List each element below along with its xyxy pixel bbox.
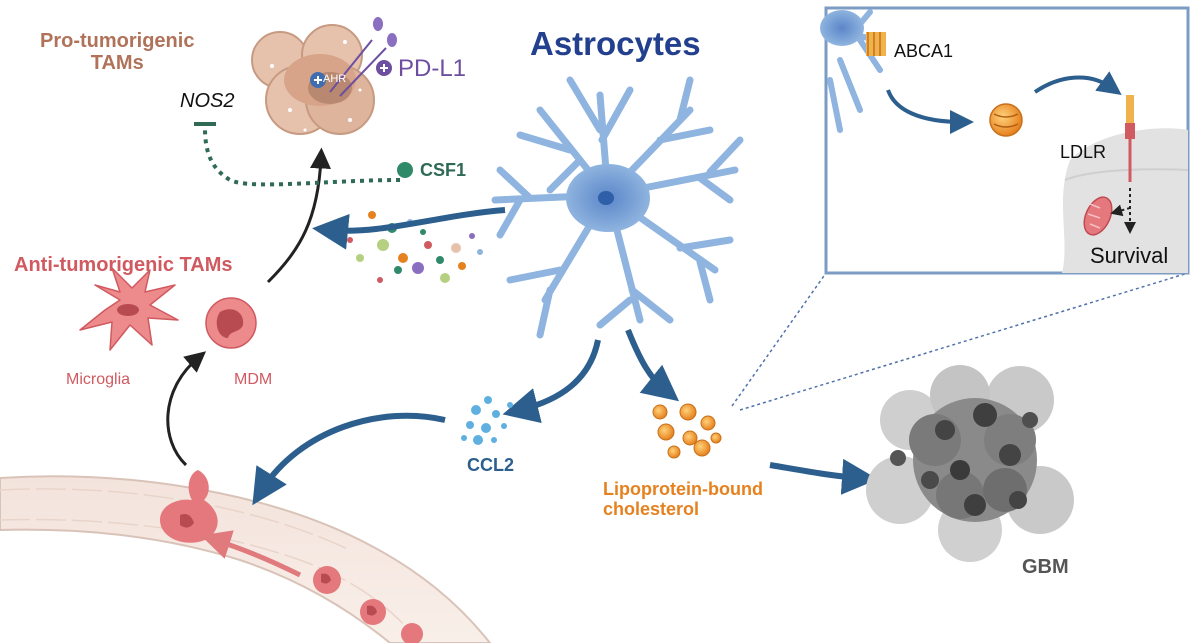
lipoprotein-label-line1: Lipoprotein-bound — [603, 479, 763, 499]
anti-to-pro-arrow — [266, 147, 331, 284]
gbm-tumor-icon — [866, 365, 1074, 562]
ccl2-label: CCL2 — [467, 455, 515, 475]
astro-to-tam-arrow — [312, 207, 506, 250]
ccl2-particles-icon — [461, 396, 513, 445]
abca1-label: ABCA1 — [894, 41, 954, 61]
mdm-label: MDM — [234, 371, 273, 388]
secreted-factors-icon — [347, 211, 483, 283]
pd-l1-receptor-icon — [329, 17, 397, 97]
pro-tumorigenic-label-line1: Pro-tumorigenic — [40, 30, 195, 52]
astro-to-ccl2-arrow — [502, 339, 601, 424]
lipoprotein-icon — [989, 103, 1023, 137]
pro-tumorigenic-label: Pro-tumorigenic TAMs — [40, 30, 194, 74]
mdm-icon — [205, 297, 257, 349]
ldlr-label: LDLR — [1060, 142, 1107, 162]
ahr-label: AHR — [323, 73, 347, 85]
ldlr-receptor-icon — [1125, 95, 1135, 182]
zoom-line-top — [731, 272, 827, 407]
csf1-icon — [397, 162, 413, 178]
zoom-line-bottom — [739, 272, 1189, 411]
blood-vessel-icon — [0, 470, 492, 643]
monocyte-to-mdm-arrow — [166, 351, 207, 467]
lipoprotein-label-line2: cholesterol — [603, 498, 700, 519]
astrocytes-label: Astrocytes — [530, 25, 701, 62]
astrocyte-cell-icon — [491, 76, 744, 339]
microglia-icon — [79, 267, 179, 351]
inset-lipoprotein-arrow — [1033, 71, 1122, 96]
pro-tumorigenic-tam-icon — [251, 24, 375, 135]
anti-tumorigenic-label: Anti-tumorigenic TAMs — [14, 254, 233, 276]
microglia-label: Microglia — [66, 371, 131, 388]
inset-abca1-arrow — [886, 89, 974, 134]
gbm-label: GBM — [1022, 556, 1069, 578]
lipoprotein-cholesterol-label: Lipoprotein-bound cholesterol — [603, 479, 763, 520]
transmigration-arrow — [200, 530, 302, 578]
survival-label: Survival — [1090, 243, 1169, 268]
survival-dotted-arrow-left — [1110, 204, 1131, 217]
cholesterol-particles-icon — [652, 403, 722, 459]
astro-to-cholesterol-arrow — [625, 328, 680, 402]
pd-l1-label: PD-L1 — [398, 55, 467, 82]
pro-tumorigenic-label-line2: TAMs — [90, 52, 144, 74]
cholesterol-to-gbm-arrow — [769, 458, 878, 495]
inset-panel — [820, 6, 1190, 275]
csf1-label: CSF1 — [420, 160, 467, 180]
nos2-label: NOS2 — [180, 90, 235, 112]
mitochondrion-icon — [1083, 196, 1113, 236]
nos2-inhibition-line — [203, 127, 401, 187]
ccl2-to-vessel-arrow — [252, 412, 446, 506]
